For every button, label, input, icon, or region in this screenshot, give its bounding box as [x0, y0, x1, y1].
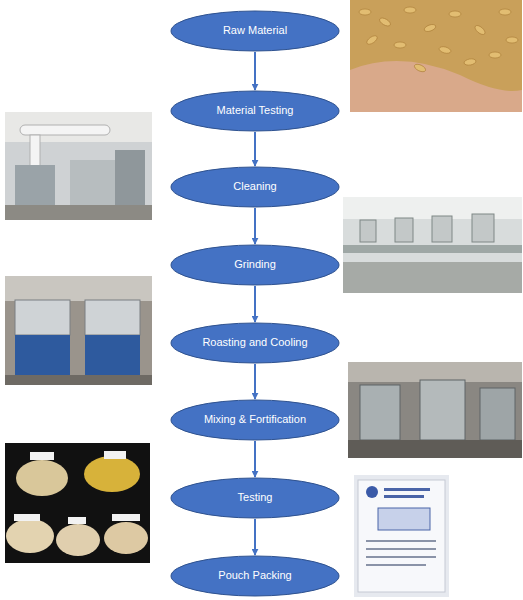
process-label: Testing	[238, 491, 273, 504]
flow-arrow	[254, 132, 256, 166]
cleaning-machine-photo	[5, 112, 152, 220]
process-ellipse: Grinding	[170, 244, 340, 286]
flow-arrow	[254, 441, 256, 477]
grain-photo	[350, 0, 522, 112]
product-sample-photo	[5, 443, 150, 563]
grinding-mill-photo	[343, 197, 522, 293]
process-label: Material Testing	[217, 104, 294, 117]
process-label: Pouch Packing	[218, 569, 291, 582]
process-ellipse: Raw Material	[170, 10, 340, 52]
flow-arrow	[254, 286, 256, 322]
process-label: Mixing & Fortification	[204, 413, 306, 426]
flow-arrow	[254, 52, 256, 90]
process-ellipse: Cleaning	[170, 166, 340, 208]
process-ellipse: Mixing & Fortification	[170, 399, 340, 441]
process-label: Roasting and Cooling	[202, 336, 307, 349]
process-label: Grinding	[234, 258, 276, 271]
process-label: Raw Material	[223, 24, 287, 37]
flow-arrow	[254, 519, 256, 555]
process-ellipse: Material Testing	[170, 90, 340, 132]
pouch-photo	[354, 475, 449, 597]
process-ellipse: Pouch Packing	[170, 555, 340, 597]
flow-arrow	[254, 364, 256, 399]
process-ellipse: Testing	[170, 477, 340, 519]
flow-arrow	[254, 208, 256, 244]
mixing-machine-photo	[348, 362, 522, 458]
process-label: Cleaning	[233, 180, 276, 193]
process-ellipse: Roasting and Cooling	[170, 322, 340, 364]
roaster-photo	[5, 276, 152, 385]
